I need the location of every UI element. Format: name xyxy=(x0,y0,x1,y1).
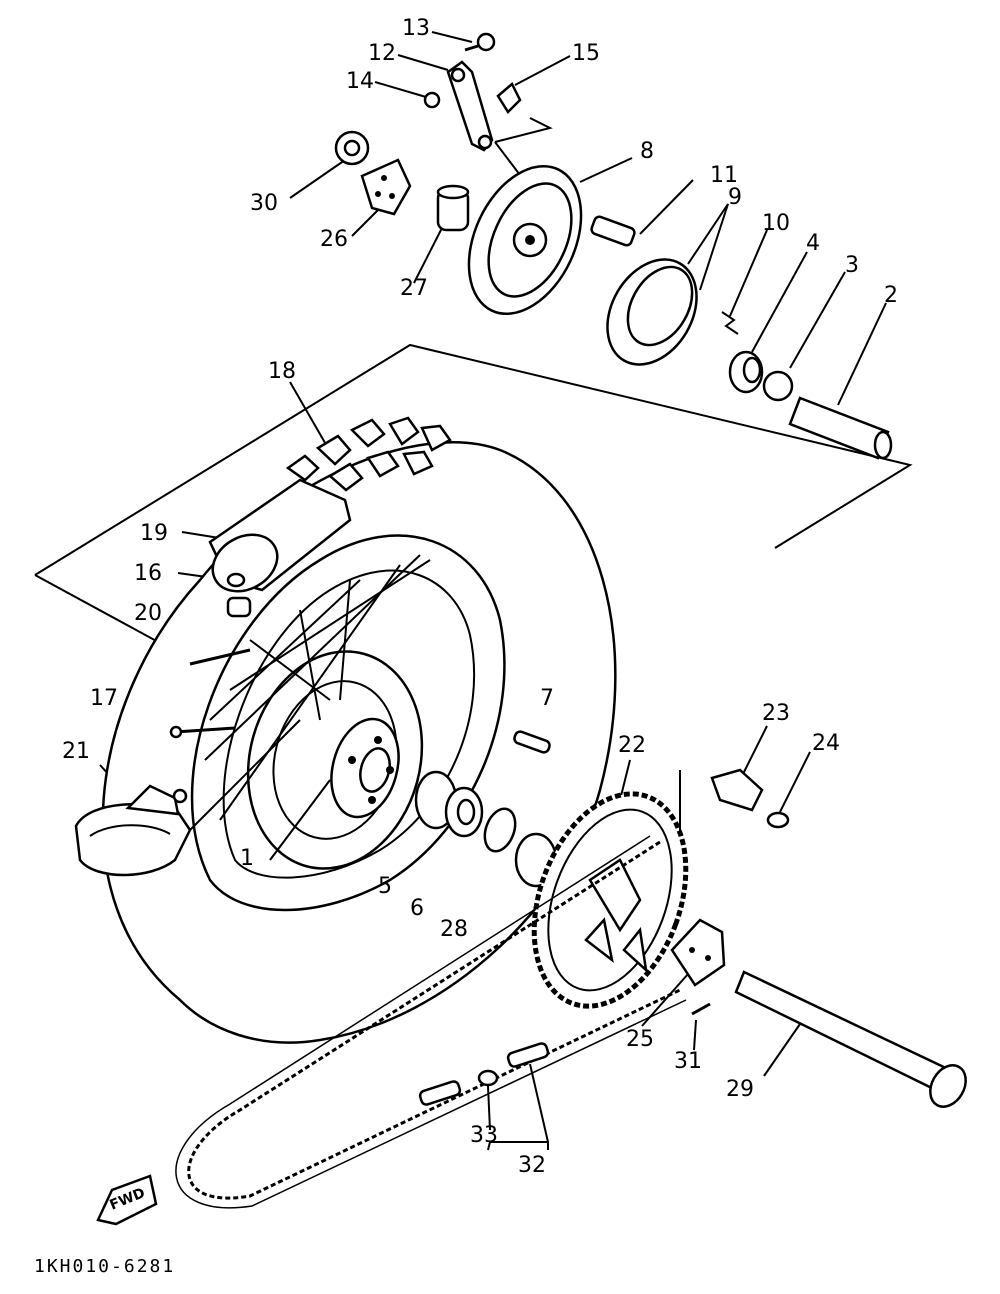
callout-20: 20 xyxy=(134,601,162,626)
bolt-13 xyxy=(464,32,496,52)
tyre-tread xyxy=(285,416,452,492)
callout-2: 2 xyxy=(884,283,898,308)
drive-chain xyxy=(175,835,687,1209)
callout-21: 21 xyxy=(62,739,90,764)
callout-32: 32 xyxy=(518,1153,546,1178)
callout-18: 18 xyxy=(268,359,296,384)
callout-6: 6 xyxy=(410,896,424,921)
circlip-6 xyxy=(483,807,517,853)
callout-17: 17 xyxy=(90,686,118,711)
adjuster-parts xyxy=(670,768,967,1108)
callout-4: 4 xyxy=(806,231,820,256)
callout-29: 29 xyxy=(726,1077,754,1102)
camshaft-11 xyxy=(590,215,636,247)
callout-14: 14 xyxy=(346,69,374,94)
callout-1: 1 xyxy=(240,846,254,871)
nut-14 xyxy=(423,91,441,109)
fwd-arrow-icon: FWD xyxy=(96,1174,158,1226)
callout-19: 19 xyxy=(140,521,168,546)
callout-25: 25 xyxy=(626,1027,654,1052)
plate-15 xyxy=(496,82,522,114)
callout-24: 24 xyxy=(812,731,840,756)
master-link-32 xyxy=(418,1042,550,1106)
axle-29 xyxy=(734,970,967,1108)
spacer-2 xyxy=(788,396,893,460)
callout-23: 23 xyxy=(762,701,790,726)
callout-11: 11 xyxy=(710,163,738,188)
pin-31 xyxy=(691,1002,711,1016)
callout-16: 16 xyxy=(134,561,162,586)
callout-3: 3 xyxy=(845,253,859,278)
callout-12: 12 xyxy=(368,41,396,66)
callout-26: 26 xyxy=(320,227,348,252)
cam-lever-12 xyxy=(446,60,494,152)
seal-3 xyxy=(762,370,794,402)
callout-33: 33 xyxy=(470,1123,498,1148)
callout-labels: 1 2 3 4 5 6 7 8 9 10 11 12 13 14 15 16 1… xyxy=(62,16,898,1178)
callout-9: 9 xyxy=(728,185,742,210)
brake-plate-8 xyxy=(467,164,583,316)
drawing-code: 1KH010-6281 xyxy=(34,1256,175,1277)
brake-assembly xyxy=(334,32,893,460)
fender-21 xyxy=(74,784,192,877)
hub xyxy=(330,717,400,819)
callout-28: 28 xyxy=(440,917,468,942)
sprocket-22 xyxy=(531,791,689,1009)
callout-8: 8 xyxy=(640,139,654,164)
adjuster-23 xyxy=(710,768,764,812)
bearing-5 xyxy=(414,770,484,838)
plate-25 xyxy=(670,918,726,987)
spring-10 xyxy=(721,311,739,335)
callout-27: 27 xyxy=(400,276,428,301)
bearing-4 xyxy=(728,350,764,394)
nut-16 xyxy=(226,572,246,588)
clip-33 xyxy=(477,1069,499,1087)
bushing-30 xyxy=(334,130,370,166)
tube-items xyxy=(208,478,352,618)
spoke-nipples-17 xyxy=(169,648,251,739)
callout-15: 15 xyxy=(572,41,600,66)
callout-13: 13 xyxy=(402,16,430,41)
nut-24 xyxy=(766,811,790,829)
callout-5: 5 xyxy=(378,874,392,899)
valve-20 xyxy=(226,596,252,618)
callout-7: 7 xyxy=(540,686,554,711)
spokes xyxy=(184,554,431,861)
collar-27 xyxy=(436,184,470,232)
plate-26 xyxy=(360,158,412,216)
callout-31: 31 xyxy=(674,1049,702,1074)
callout-10: 10 xyxy=(762,211,790,236)
callout-22: 22 xyxy=(618,733,646,758)
brake-shoe-9 xyxy=(606,258,698,366)
pin-7 xyxy=(513,730,551,754)
callout-30: 30 xyxy=(250,191,278,216)
